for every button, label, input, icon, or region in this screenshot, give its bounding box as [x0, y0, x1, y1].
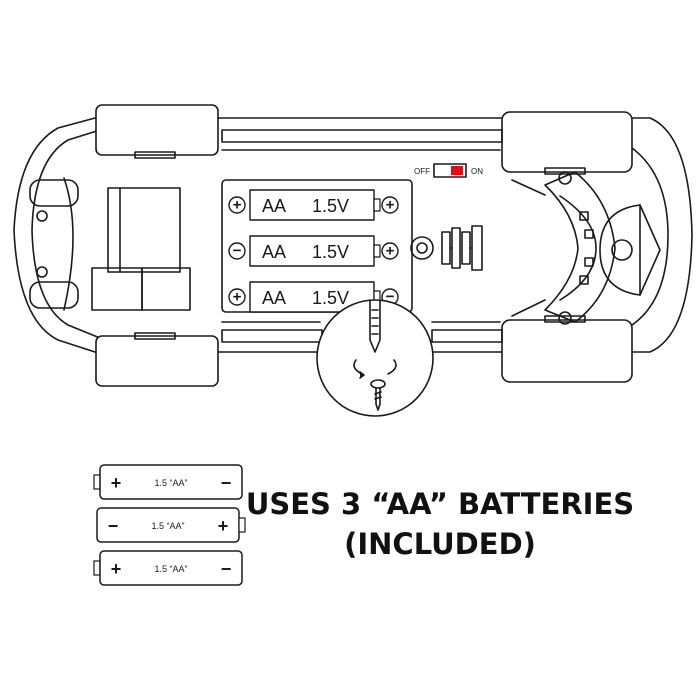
spare-battery: − +1.5 “AA”	[96, 507, 246, 543]
compartment-battery: + + AA 1.5V	[228, 189, 399, 221]
spare-terminal-left: −	[108, 516, 119, 536]
compartment-screw	[410, 236, 434, 260]
battery-type-label: AA	[262, 242, 286, 262]
svg-text:−: −	[233, 242, 242, 259]
axle-tab	[544, 315, 586, 323]
caption-line-2: (INCLUDED)	[344, 527, 536, 561]
battery-terminal-left: −	[228, 242, 246, 260]
spare-terminal-right: −	[221, 473, 232, 493]
battery-voltage-label: 1.5V	[312, 196, 349, 216]
car-body-rear-curve	[631, 147, 669, 326]
screwdriver-icon	[369, 299, 381, 353]
battery-requirement-caption: USES 3 “AA” BATTERIES (INCLUDED)	[240, 484, 640, 564]
svg-text:+: +	[233, 288, 242, 305]
battery-terminal-left: +	[228, 196, 246, 214]
switch-on-label: ON	[471, 167, 483, 176]
car-inner-outline	[31, 129, 101, 339]
axle-tab	[544, 167, 586, 175]
screw-hole	[36, 266, 48, 278]
compartment-screw-inner	[416, 242, 428, 254]
chassis-block	[107, 187, 181, 273]
rotate-arrows-icon	[353, 359, 397, 379]
side-rail-top	[221, 129, 503, 143]
spare-terminal-left: +	[111, 559, 122, 579]
battery-voltage-label: 1.5V	[312, 242, 349, 262]
battery-terminal-right: +	[381, 196, 399, 214]
axle-tab	[134, 151, 176, 159]
battery-terminal-right: +	[381, 242, 399, 260]
front-grille	[63, 177, 74, 311]
battery-terminal-left: +	[228, 288, 246, 306]
svg-text:+: +	[233, 196, 242, 213]
caption-line-1: USES 3 “AA” BATTERIES	[245, 487, 635, 521]
motor-box	[141, 267, 191, 311]
battery-type-label: AA	[262, 196, 286, 216]
battery-type-label: AA	[262, 288, 286, 308]
screw-hole	[36, 210, 48, 222]
switch-off-label: OFF	[414, 167, 430, 176]
spare-battery: + − 1.5 “AA”	[93, 550, 243, 586]
steering-assembly	[511, 171, 661, 325]
spare-battery: + − 1.5 “AA”	[93, 464, 243, 500]
svg-text:−: −	[386, 288, 395, 305]
headlight	[29, 281, 79, 309]
power-switch[interactable]	[433, 163, 467, 178]
magnifier-circle	[316, 299, 434, 417]
spare-terminal-left: +	[111, 473, 122, 493]
power-switch-indicator	[451, 166, 463, 175]
coupler-spool	[441, 225, 483, 271]
spare-terminal-right: +	[218, 516, 229, 536]
spare-battery-label: 1.5 “AA”	[154, 478, 187, 488]
wheel-rear-right	[501, 319, 633, 383]
svg-text:+: +	[386, 196, 395, 213]
spare-battery-label: 1.5 “AA”	[154, 564, 187, 574]
svg-text:+: +	[386, 242, 395, 259]
battery-voltage-label: 1.5V	[312, 288, 349, 308]
wheel-front-left	[95, 104, 219, 156]
headlight	[29, 179, 79, 207]
compartment-battery: − + AA 1.5V	[228, 235, 399, 267]
axle-tab	[134, 332, 176, 340]
screw-icon	[370, 379, 386, 411]
side-rail-bottom	[431, 329, 503, 343]
spare-battery-label: 1.5 “AA”	[151, 521, 184, 531]
wheel-rear-left	[95, 335, 219, 387]
compartment-battery-group: + + AA 1.5V − + AA 1.5V + − AA 1.5V	[228, 189, 399, 313]
spare-terminal-right: −	[221, 559, 232, 579]
